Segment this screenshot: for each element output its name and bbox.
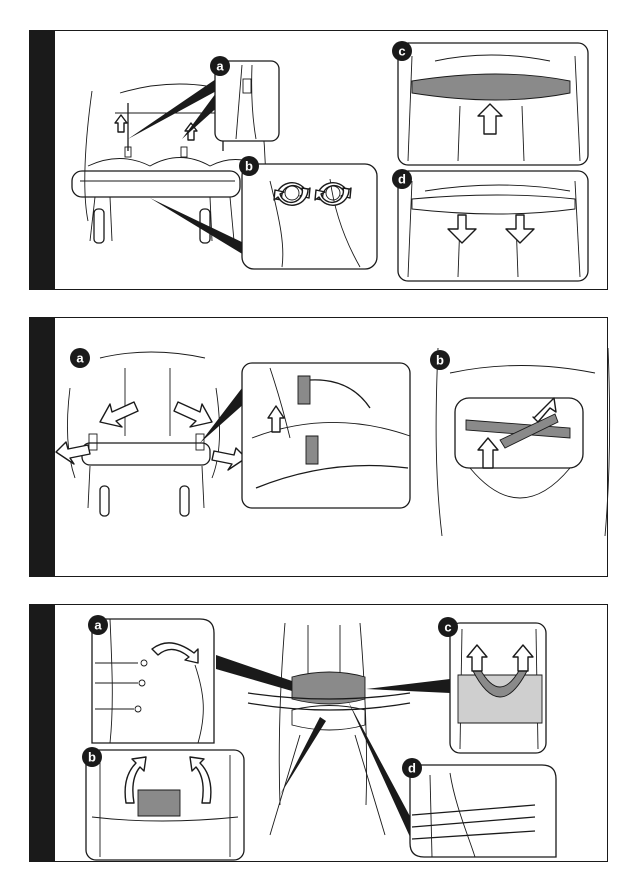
up-arrow-icon xyxy=(478,438,498,468)
diagonal-arrow-icon xyxy=(212,448,246,470)
diagonal-arrow-icon xyxy=(174,402,212,427)
buckle-detail-inset xyxy=(242,363,410,508)
detail-c-inset: c xyxy=(438,617,546,753)
up-arrow-icon xyxy=(115,115,127,132)
detail-label-d: d xyxy=(398,172,406,187)
callout-wedge xyxy=(280,717,326,795)
callout-wedge xyxy=(366,679,450,693)
detail-d-inset: d xyxy=(402,758,556,857)
step-2-illustration: b a xyxy=(30,318,609,578)
step-3-panel: a b xyxy=(29,604,608,862)
detail-label-b: b xyxy=(88,750,96,765)
step-1-illustration: a b xyxy=(30,31,609,291)
detail-label-a: a xyxy=(216,59,224,74)
detail-label-a: a xyxy=(76,351,84,366)
step-3-illustration: a b xyxy=(30,605,609,863)
detail-label-c: c xyxy=(444,620,451,635)
detail-c-inset: c xyxy=(392,41,588,165)
stroller-front-view xyxy=(68,352,220,516)
detail-a-inset: a xyxy=(210,56,279,141)
detail-b-inset: b xyxy=(82,747,244,860)
detail-label-b: b xyxy=(436,353,444,368)
detail-a-inset: a xyxy=(88,615,214,743)
detail-label-b: b xyxy=(245,159,253,174)
detail-label-d: d xyxy=(408,761,416,776)
callout-wedge xyxy=(150,198,248,255)
detail-b-inset: b xyxy=(239,156,377,269)
diagonal-arrow-icon xyxy=(56,442,90,464)
stroller-seat-view xyxy=(248,623,410,835)
detail-label-a: a xyxy=(94,618,102,633)
detail-d-inset: d xyxy=(392,169,588,281)
detail-label-c: c xyxy=(398,44,405,59)
diagonal-arrow-icon xyxy=(100,402,138,427)
callout-wedge xyxy=(216,655,292,691)
step-2-panel: b a xyxy=(29,317,608,577)
step-1-panel: a b xyxy=(29,30,608,290)
detail-b-inset: b xyxy=(430,348,610,536)
